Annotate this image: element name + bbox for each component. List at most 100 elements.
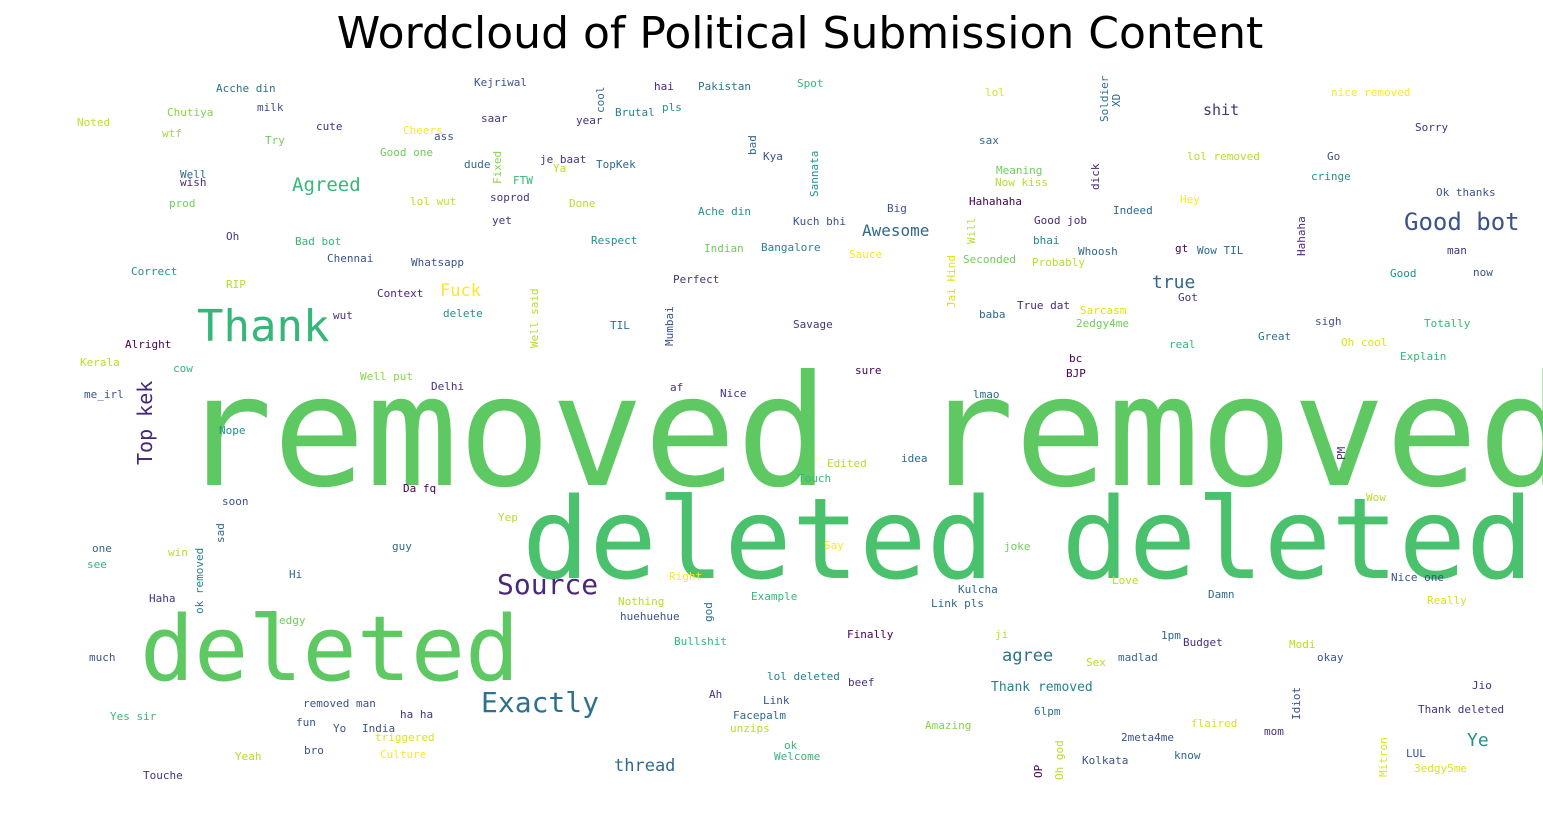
cloud-word: Mitron (1377, 737, 1390, 777)
cloud-word: Example (751, 590, 797, 603)
cloud-word: Hey (1180, 193, 1200, 206)
cloud-word: sure (855, 364, 882, 377)
cloud-word: Awesome (862, 221, 929, 240)
cloud-word: unzips (730, 722, 770, 735)
cloud-word: joke (1004, 540, 1031, 553)
cloud-word: Touch (798, 472, 831, 485)
cloud-word: Amazing (925, 719, 971, 732)
cloud-word: Chennai (327, 252, 373, 265)
cloud-word: gt (1175, 242, 1188, 255)
cloud-word: Whoosh (1078, 245, 1118, 258)
cloud-word: Haha (149, 592, 176, 605)
cloud-word: af (670, 381, 683, 394)
cloud-word: Great (1258, 330, 1291, 343)
cloud-word: Brutal (615, 106, 655, 119)
cloud-word: Nice (720, 387, 747, 400)
cloud-word: Welcome (774, 750, 820, 763)
cloud-word: Kerala (80, 356, 120, 369)
cloud-word: milk (257, 101, 284, 114)
cloud-word: madlad (1118, 651, 1158, 664)
cloud-word: Correct (131, 265, 177, 278)
cloud-word: soprod (490, 191, 530, 204)
cloud-word: BJP (1066, 367, 1086, 380)
cloud-word: True dat (1017, 299, 1070, 312)
cloud-word: edgy (279, 614, 306, 627)
cloud-word: Edited (827, 457, 867, 470)
cloud-word: fun (296, 716, 316, 729)
cloud-word: pls (662, 101, 682, 114)
cloud-word: LUL (1406, 747, 1426, 760)
cloud-word: ok removed (193, 548, 206, 614)
cloud-word: Ya (553, 162, 566, 175)
cloud-word: lmao (973, 388, 1000, 401)
cloud-word: Big (887, 202, 907, 215)
cloud-word: Yep (498, 511, 518, 524)
cloud-word: Fuck (440, 281, 481, 301)
cloud-word: yet (492, 214, 512, 227)
cloud-word: XD (1110, 94, 1123, 107)
cloud-word: Culture (380, 748, 426, 761)
cloud-word: cow (173, 362, 193, 375)
cloud-word: Kolkata (1082, 754, 1128, 767)
cloud-word: Good (1390, 267, 1417, 280)
cloud-word: Respect (591, 234, 637, 247)
cloud-word: 6lpm (1034, 705, 1061, 718)
cloud-word: Ah (709, 688, 722, 701)
cloud-word: wut (333, 309, 353, 322)
cloud-word: 1pm (1161, 629, 1181, 642)
cloud-word: triggered (375, 731, 435, 744)
cloud-word: okay (1317, 651, 1344, 664)
cloud-word: Meaning (996, 164, 1042, 177)
cloud-word: Right (669, 570, 702, 583)
cloud-word: Well said (528, 288, 541, 348)
cloud-word: bro (304, 744, 324, 757)
cloud-word: Mumbai (663, 306, 676, 346)
cloud-word: Oh (226, 230, 239, 243)
cloud-word: Ok thanks (1436, 186, 1496, 199)
cloud-word: Yeah (235, 750, 262, 763)
cloud-word: shit (1203, 101, 1239, 119)
cloud-word: soon (222, 495, 249, 508)
cloud-word: Now kiss (995, 176, 1048, 189)
cloud-word: Kulcha (958, 583, 998, 596)
cloud-word: ha ha (400, 708, 433, 721)
chart-title: Wordcloud of Political Submission Conten… (336, 8, 1264, 59)
cloud-word: god (702, 602, 715, 622)
cloud-word: sigh (1315, 315, 1342, 328)
cloud-word: removed man (303, 697, 376, 710)
cloud-word: Totally (1424, 317, 1471, 330)
cloud-word: Say (824, 539, 844, 552)
cloud-word: TIL (610, 319, 630, 332)
cloud-word: real (1169, 338, 1196, 351)
cloud-word: flaired (1191, 717, 1237, 730)
cloud-word: beef (848, 676, 875, 689)
cloud-word: now (1473, 266, 1493, 279)
cloud-word: PM (1335, 446, 1348, 460)
cloud-word: huehuehue (620, 610, 680, 623)
cloud-word: Go (1327, 150, 1340, 163)
cloud-word: Ache din (698, 205, 751, 218)
cloud-word: mom (1264, 725, 1284, 738)
cloud-word: cute (316, 120, 343, 133)
cloud-word: Noted (77, 116, 110, 129)
cloud-word: year (576, 114, 603, 127)
cloud-word: know (1174, 749, 1201, 762)
cloud-word: 2meta4me (1121, 731, 1174, 744)
cloud-word: Thank deleted (1418, 703, 1504, 716)
cloud-word: lol removed (1187, 150, 1260, 163)
cloud-word: Nope (219, 424, 246, 437)
cloud-word: Try (265, 134, 285, 147)
cloud-word: win (168, 546, 188, 559)
cloud-word: Hi (289, 568, 302, 581)
cloud-word: Pakistan (698, 80, 751, 93)
cloud-word: Perfect (673, 273, 719, 286)
cloud-word: 2edgy4me (1076, 317, 1129, 330)
cloud-word: Acche din (216, 82, 276, 95)
cloud-word: Nothing (618, 595, 664, 608)
cloud-word: Oh cool (1341, 336, 1387, 349)
cloud-word: Idiot (1290, 687, 1303, 720)
cloud-word: prod (169, 197, 196, 210)
cloud-word: 3edgy5me (1414, 762, 1467, 775)
cloud-word: Good bot (1404, 208, 1520, 236)
cloud-word: Sannata (808, 151, 821, 197)
